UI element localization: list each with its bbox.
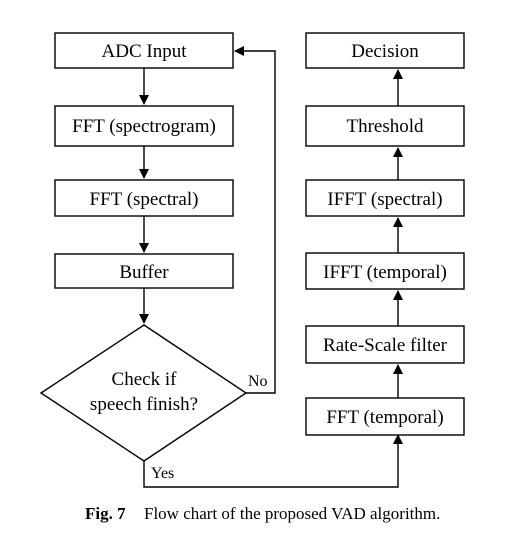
yes-label: Yes (151, 465, 174, 482)
decision-line2: speech finish? (90, 394, 198, 415)
adc-input-box: ADC Input (54, 32, 234, 69)
rate-scale-filter-box: Rate-Scale filter (305, 325, 465, 364)
caption-figure-number: Fig. 7 (85, 504, 126, 523)
fft-spectrogram-box: FFT (spectrogram) (54, 105, 234, 147)
decision-label: Decision (351, 41, 419, 62)
ifft-temporal-label: IFFT (temporal) (323, 262, 447, 283)
arrow-no-loop (234, 46, 276, 394)
speech-finish-decision: Check if speech finish? (39, 324, 248, 462)
decision-line1: Check if (112, 369, 178, 390)
decision-box: Decision (305, 32, 465, 69)
fft-spectral-label: FFT (spectral) (90, 189, 199, 210)
buffer-box: Buffer (54, 253, 234, 289)
adc-input-label: ADC Input (102, 41, 188, 62)
no-label: No (248, 373, 268, 390)
threshold-box: Threshold (305, 105, 465, 147)
fft-spectrogram-label: FFT (spectrogram) (72, 116, 216, 137)
fft-temporal-box: FFT (temporal) (305, 397, 465, 436)
rate-scale-label: Rate-Scale filter (323, 335, 448, 356)
fft-temporal-label: FFT (temporal) (326, 407, 443, 428)
ifft-spectral-label: IFFT (spectral) (327, 189, 442, 210)
ifft-temporal-box: IFFT (temporal) (305, 252, 465, 290)
fft-spectral-box: FFT (spectral) (54, 179, 234, 217)
ifft-spectral-box: IFFT (spectral) (305, 179, 465, 217)
arrow-yes-path (143, 434, 403, 488)
caption-text: Flow chart of the proposed VAD algorithm… (144, 504, 440, 523)
buffer-label: Buffer (119, 262, 169, 283)
threshold-label: Threshold (346, 116, 424, 137)
